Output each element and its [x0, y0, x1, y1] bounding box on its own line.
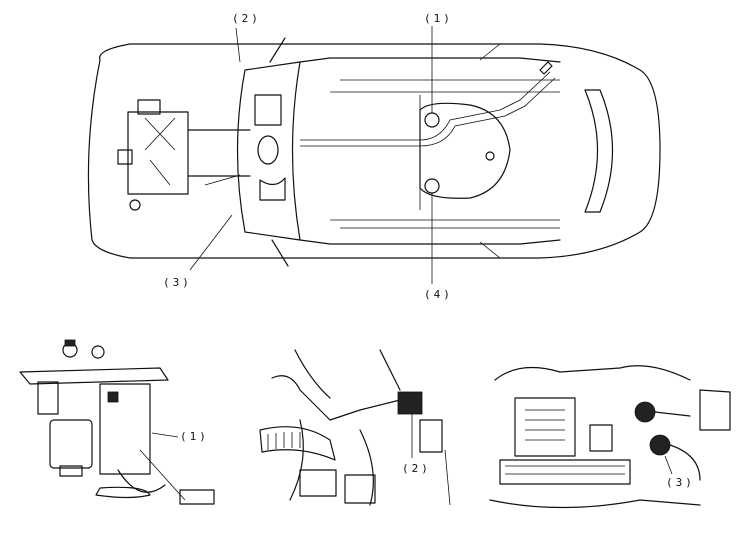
callout-detail-3: (3): [666, 476, 695, 489]
rear-window: [584, 89, 614, 213]
detail-fuel-pump: [19, 339, 215, 505]
windshield: [236, 61, 301, 241]
callout-4-top: (4): [424, 288, 453, 301]
fuel-line: [300, 71, 551, 141]
callout-1-top: (1): [424, 12, 453, 25]
vehicle-top-view: [87, 26, 661, 284]
detail-relay-area: [489, 365, 731, 509]
tank-sensor: [485, 151, 495, 161]
fuel-level-sensor-position: [424, 178, 440, 194]
callout-detail-1: (1): [180, 430, 209, 443]
callout-2-top: (2): [232, 12, 261, 25]
fuel-pump-position: [424, 112, 440, 128]
engine-assembly: [117, 94, 286, 211]
fuel-tank: [419, 102, 511, 199]
vehicle-body-outline: [87, 43, 661, 259]
callout-3-top: (3): [163, 276, 192, 289]
callout-detail-2: (2): [402, 462, 431, 475]
detail-connector: [259, 349, 451, 506]
